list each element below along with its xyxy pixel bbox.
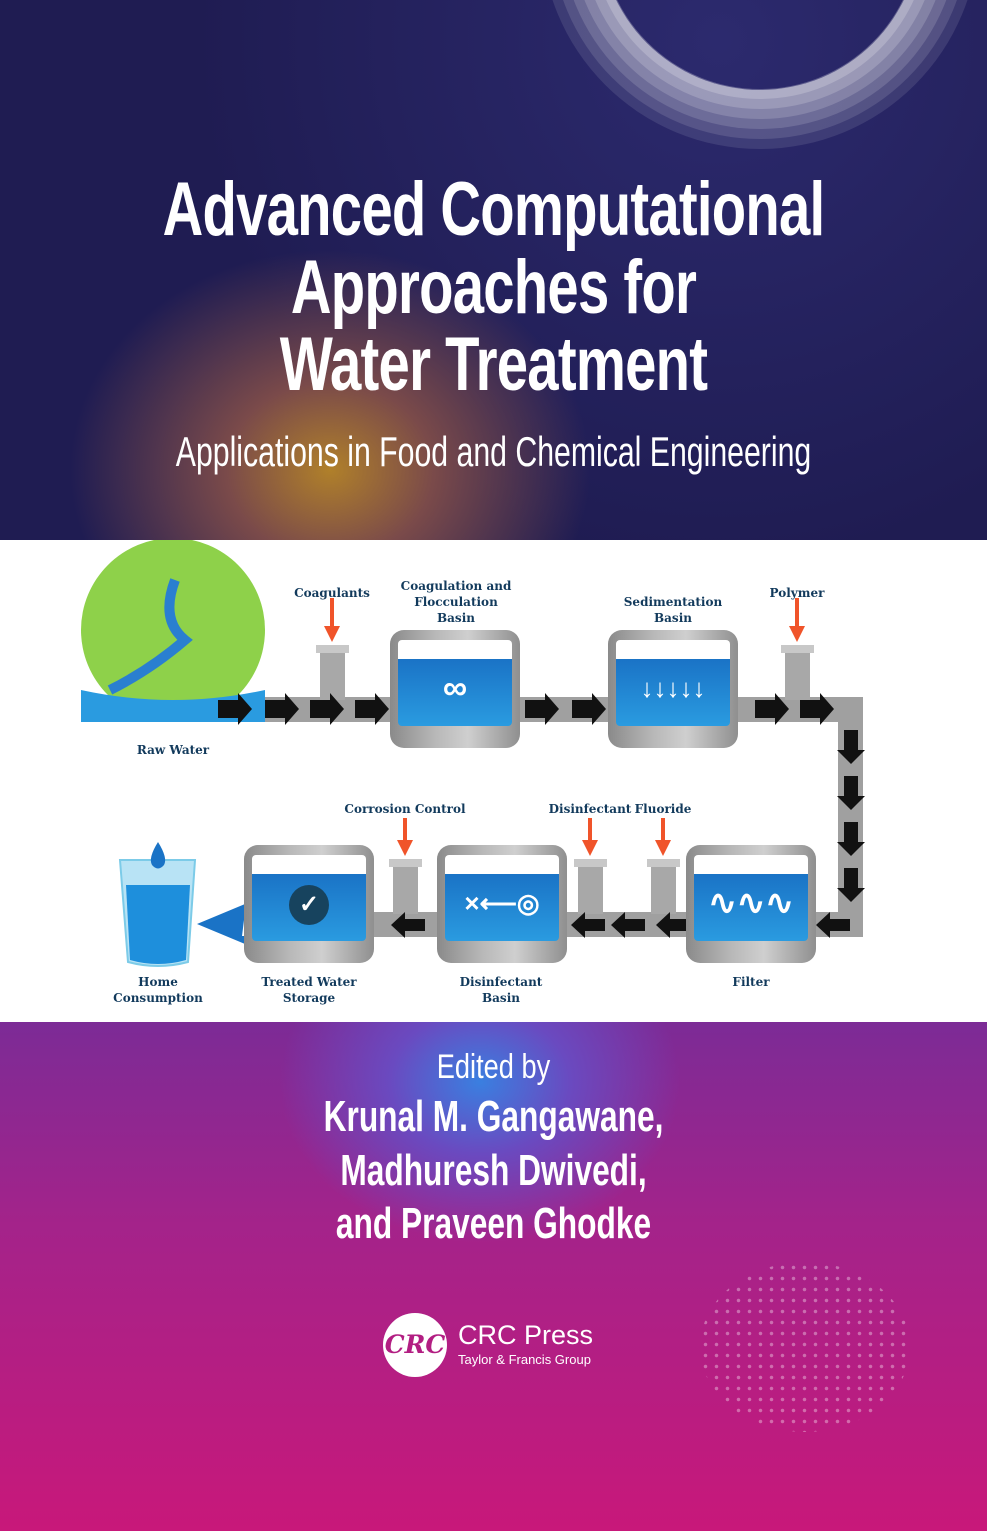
- label-disinfectant-basin: Disinfectant Basin: [459, 975, 543, 1005]
- label-polymer: Polymer: [769, 586, 825, 600]
- sedimentation-basin-tank: ↓↓↓↓↓: [608, 630, 738, 748]
- title-line-1: Advanced Computational: [162, 167, 826, 252]
- infinity-mix-icon: ∞: [398, 640, 512, 726]
- disinfect-icon: ×⟵◎: [445, 855, 559, 941]
- decorative-rings: [600, 0, 920, 90]
- subtitle: Applications in Food and Chemical Engine…: [175, 428, 812, 475]
- title-line-3: Water Treatment: [279, 322, 708, 407]
- label-filter: Filter: [732, 975, 770, 989]
- label-coagulation-basin: Coagulation and Flocculation Basin: [400, 579, 512, 625]
- label-coagulants: Coagulants: [294, 586, 370, 600]
- disinfectant-basin-tank: ×⟵◎: [437, 845, 567, 963]
- label-fluoride: Fluoride: [634, 802, 692, 816]
- label-home-consumption: Home Consumption: [113, 975, 203, 1005]
- editor-line-2: Madhuresh Dwivedi,: [340, 1146, 647, 1195]
- cover-top: [0, 0, 987, 540]
- editor-line-3: and Praveen Ghodke: [335, 1199, 652, 1248]
- label-raw-water: Raw Water: [136, 743, 210, 757]
- label-sedimentation-basin: Sedimentation Basin: [623, 595, 723, 625]
- water-treatment-diagram: ∞ ↓↓↓↓↓ ∿∿∿ ×⟵◎ ✓ Raw Water Coagulants C…: [0, 540, 987, 1022]
- filter-tank: ∿∿∿: [686, 845, 816, 963]
- treated-storage-tank: ✓: [244, 845, 374, 963]
- river: [107, 578, 193, 695]
- label-corrosion-control: Corrosion Control: [344, 802, 466, 816]
- cover-bottom: [0, 1022, 987, 1531]
- edited-by: Edited by: [436, 1048, 551, 1086]
- title-line-2: Approaches for: [290, 245, 697, 330]
- dot-pattern: [700, 1262, 910, 1432]
- publisher-name: CRC Press: [458, 1320, 594, 1350]
- label-disinfectant: Disinfectant: [548, 802, 632, 816]
- settling-arrows-icon: ↓↓↓↓↓: [616, 640, 730, 726]
- check-icon: ✓: [289, 885, 329, 926]
- label-treated-water: Treated Water Storage: [261, 975, 357, 1005]
- publisher-group: Taylor & Francis Group: [458, 1352, 591, 1367]
- editor-line-1: Krunal M. Gangawane,: [323, 1092, 664, 1141]
- wave-flow-icon: ∿∿∿: [694, 855, 808, 941]
- droplet-icon: [150, 842, 166, 869]
- crc-logo: CRC: [383, 1313, 447, 1377]
- coagulation-basin-tank: ∞: [390, 630, 520, 748]
- outflow-arrow: [197, 904, 245, 944]
